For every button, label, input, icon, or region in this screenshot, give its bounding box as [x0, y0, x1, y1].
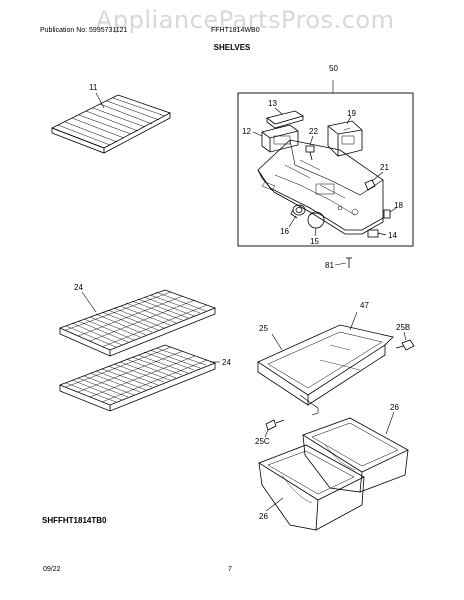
control-board-19 — [327, 120, 363, 157]
lamp-cover-13 — [266, 110, 304, 129]
callout-25: 25 — [259, 324, 268, 333]
crisper-drawer-26-left — [258, 444, 365, 531]
shelf-end-cap-25b — [395, 339, 415, 351]
section-title: SHELVES — [213, 43, 251, 52]
screw-81 — [346, 257, 352, 268]
callout-47: 47 — [360, 301, 369, 310]
callout-15: 15 — [310, 237, 319, 246]
connector-14 — [367, 229, 387, 238]
watermark: AppliancePartsPros.com — [96, 6, 395, 34]
crisper-drawer-26-right — [302, 417, 409, 493]
callout-25b: 25B — [396, 323, 410, 332]
page-number: 7 — [228, 566, 232, 573]
callout-11: 11 — [89, 83, 98, 92]
leader-11 — [95, 92, 105, 109]
diagram-code: SHFFHT1814TB0 — [42, 516, 107, 525]
glass-shelf-47 — [257, 324, 394, 416]
shelf-trim-25c — [265, 419, 285, 431]
callout-24-upper: 24 — [74, 283, 83, 292]
clip-18 — [383, 209, 391, 219]
callout-13: 13 — [268, 99, 277, 108]
control-housing — [257, 139, 384, 235]
callout-24-lower: 24 — [222, 358, 231, 367]
knob-16 — [290, 204, 306, 219]
callout-26-left: 26 — [259, 512, 268, 521]
callout-14: 14 — [388, 231, 397, 240]
publication-number: Publication No: 5995731121 — [40, 27, 128, 34]
callout-50: 50 — [329, 64, 338, 73]
wire-shelf-24-upper — [58, 289, 217, 357]
assembly-50-frame — [237, 92, 414, 247]
connector-22 — [305, 145, 315, 161]
model-number: FFHT1814WB0 — [211, 27, 260, 34]
callout-25c: 25C — [255, 437, 270, 446]
callout-19: 19 — [347, 109, 356, 118]
callout-16: 16 — [280, 227, 289, 236]
callout-81: 81 — [325, 261, 334, 270]
callout-18: 18 — [394, 201, 403, 210]
wire-shelf-24-lower — [58, 344, 217, 412]
callout-21: 21 — [380, 163, 389, 172]
callout-26-right: 26 — [390, 403, 399, 412]
revision-date: 09/22 — [43, 566, 61, 573]
callout-22: 22 — [309, 127, 318, 136]
sensor-21 — [364, 179, 376, 191]
light-bulb-15 — [307, 211, 325, 229]
lamp-housing-12 — [261, 124, 299, 153]
wire-shelf-11 — [51, 94, 171, 154]
callout-12: 12 — [242, 127, 251, 136]
